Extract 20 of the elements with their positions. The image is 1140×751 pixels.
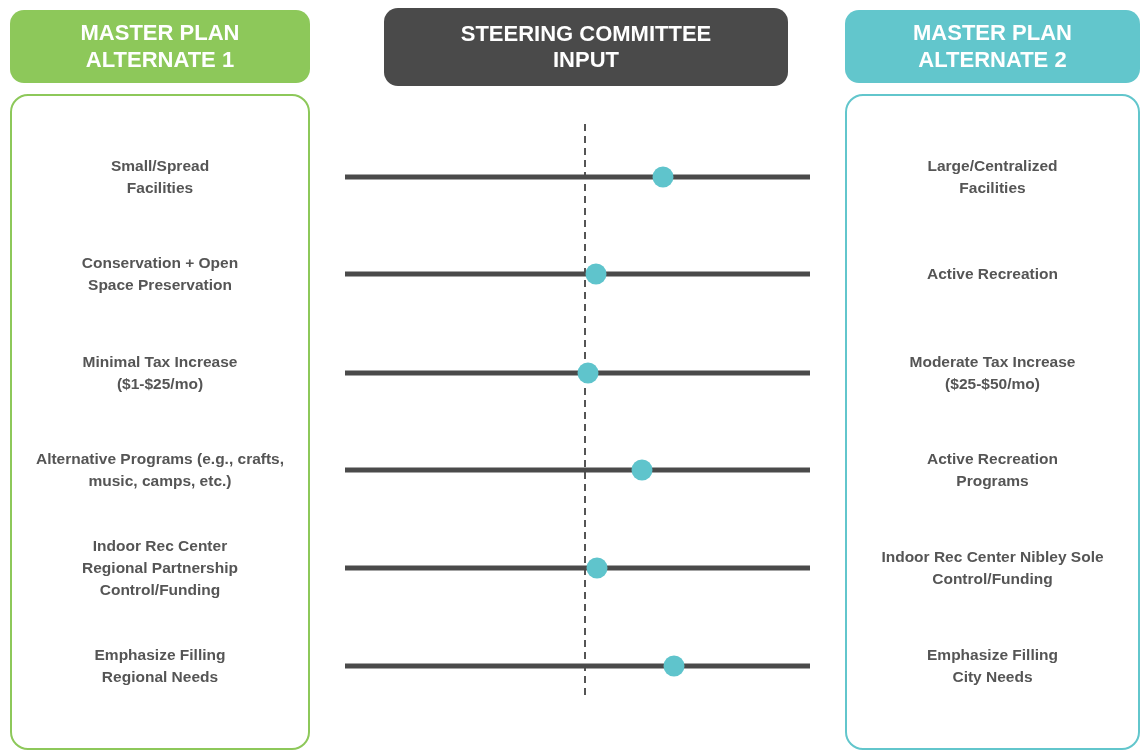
option-label: Active Recreation [927, 264, 1058, 284]
option-label: Small/Spread Facilities [109, 156, 211, 198]
option-panel [10, 94, 310, 750]
header-title: MASTER PLAN ALTERNATE 1 [79, 20, 241, 73]
header-title: MASTER PLAN ALTERNATE 2 [912, 20, 1073, 73]
option-label: Minimal Tax Increase ($1-$25/mo) [81, 352, 239, 394]
option-label: Indoor Rec Center Regional Partnership Control/Funding [81, 536, 239, 600]
option-panel [845, 94, 1140, 750]
header-banner [845, 10, 1140, 83]
header-banner [10, 10, 310, 83]
header-title: STEERING COMMITTEE INPUT [459, 20, 713, 74]
option-label: Large/Centralized Facilities [926, 156, 1059, 198]
option-label: Active Recreation Programs [926, 449, 1059, 491]
header-banner [384, 8, 788, 86]
option-label: Conservation + Open Space Preservation [80, 253, 240, 295]
option-label: Alternative Programs (e.g., crafts, music, camps, etc.) [34, 449, 286, 491]
option-label: Emphasize Filling Regional Needs [93, 645, 227, 687]
option-label: Moderate Tax Increase ($25-$50/mo) [908, 352, 1077, 394]
option-label: Indoor Rec Center Nibley Sole Control/Funding [880, 547, 1105, 589]
option-label: Emphasize Filling City Needs [926, 645, 1059, 687]
